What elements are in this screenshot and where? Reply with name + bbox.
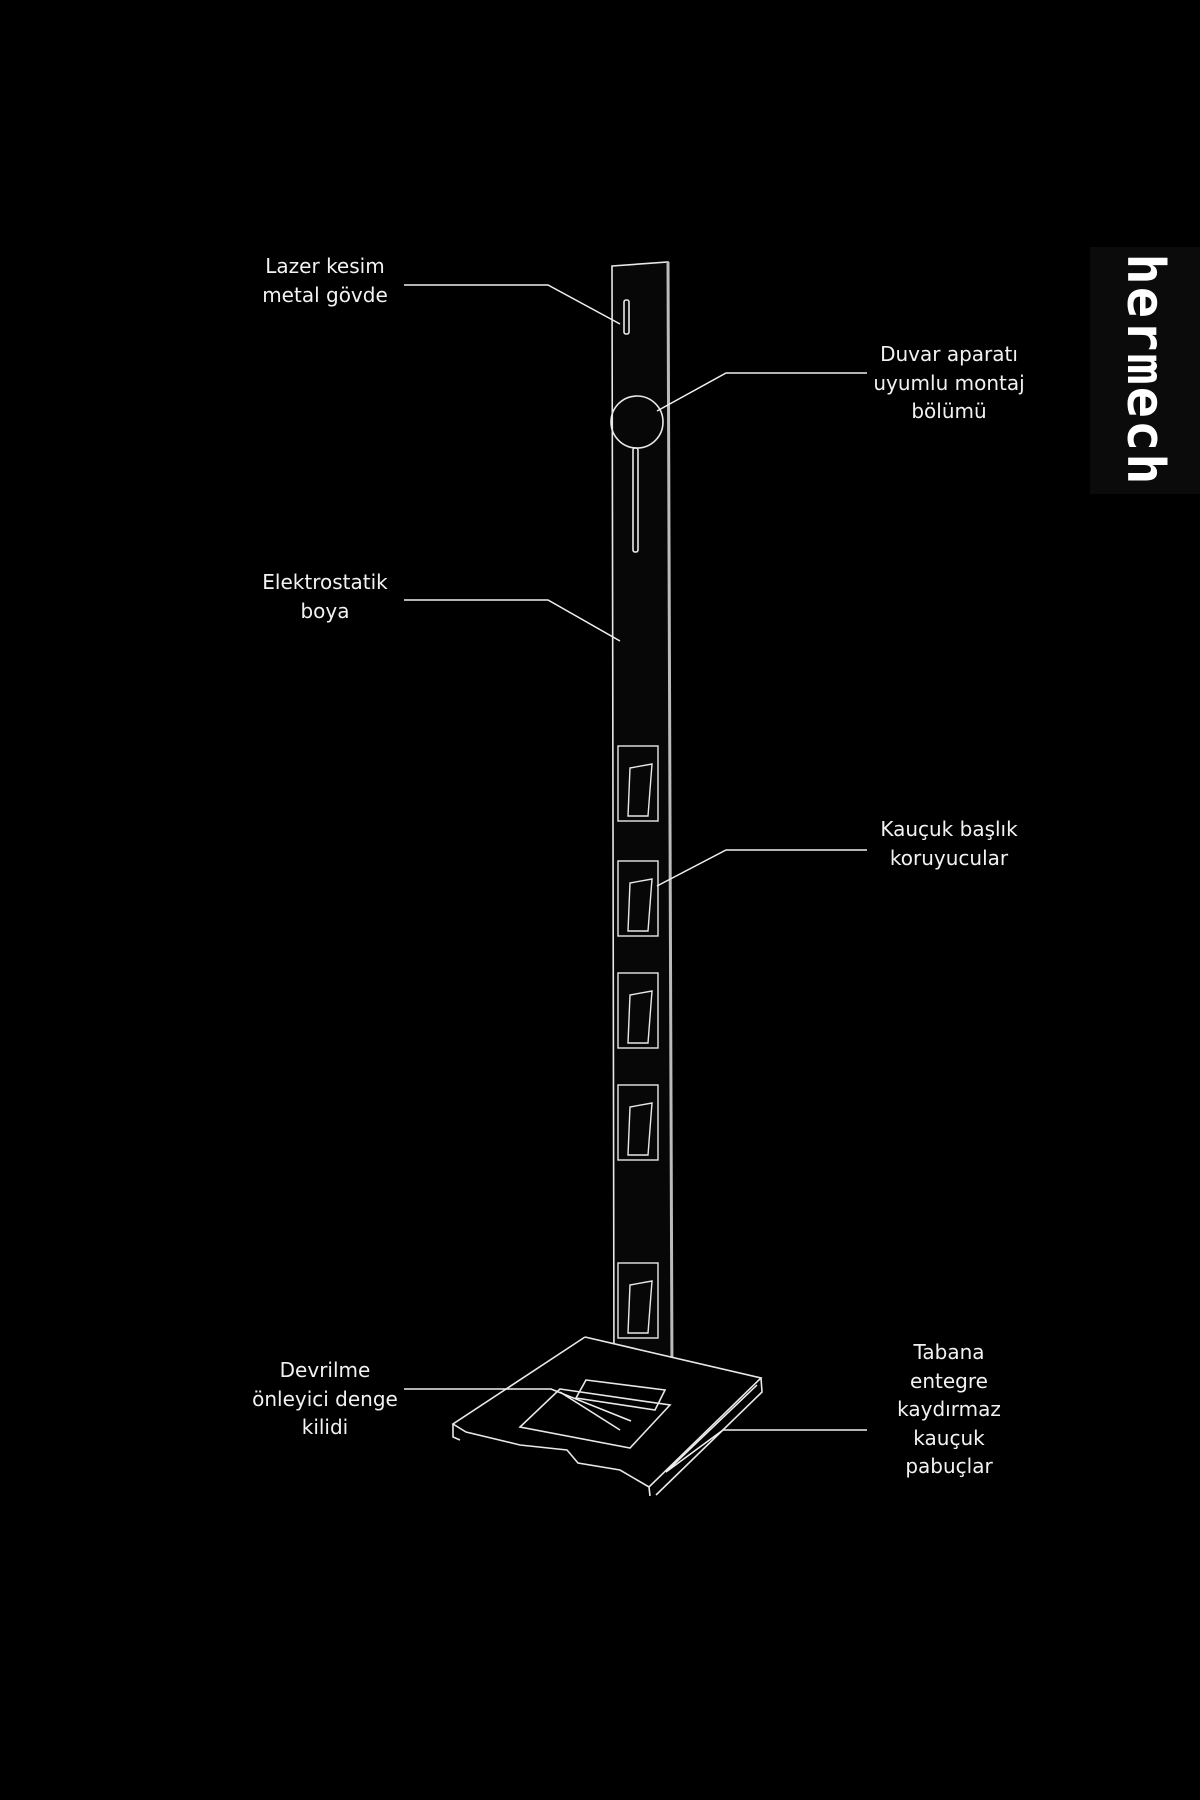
brand-logo: hermech xyxy=(1115,253,1175,487)
callout-text: Tabana xyxy=(913,1340,985,1364)
callout-laser-cut-body: Lazer kesim metal gövde xyxy=(205,252,445,309)
callout-text: entegre xyxy=(910,1368,988,1393)
callout-text: Duvar aparatı xyxy=(880,342,1018,366)
callout-text: kilidi xyxy=(301,1415,349,1439)
callout-text: uyumlu montaj xyxy=(873,370,1025,395)
callout-text: kauçuk xyxy=(913,1425,985,1450)
callout-balance-lock: Devrilme önleyici denge kilidi xyxy=(205,1356,445,1442)
callout-text: Kauçuk başlık xyxy=(880,817,1018,841)
callout-text: koruyucular xyxy=(889,845,1009,870)
base-plate xyxy=(451,1336,763,1497)
callout-text: boya xyxy=(300,598,350,623)
callout-rubber-feet: Tabana entegre kaydırmaz kauçuk pabuçlar xyxy=(829,1338,1069,1481)
leader-lines xyxy=(404,284,867,1473)
callout-electrostatic-paint: Elektrostatik boya xyxy=(205,568,445,625)
callout-wall-mount: Duvar aparatı uyumlu montaj bölümü xyxy=(829,340,1069,426)
logo-panel xyxy=(1090,247,1200,494)
callout-text: Lazer kesim xyxy=(265,254,385,278)
callout-text: pabuçlar xyxy=(905,1454,993,1478)
callout-text: Elektrostatik xyxy=(262,570,388,594)
callout-text: kaydırmaz xyxy=(897,1397,1001,1421)
callout-text: Devrilme xyxy=(279,1358,371,1382)
callout-text: metal gövde xyxy=(262,282,388,307)
rubber-head-guards xyxy=(617,745,659,1339)
callout-text: bölümü xyxy=(911,399,987,423)
callout-text: önleyici denge xyxy=(252,1386,398,1411)
callout-head-guards: Kauçuk başlık koruyucular xyxy=(829,815,1069,872)
